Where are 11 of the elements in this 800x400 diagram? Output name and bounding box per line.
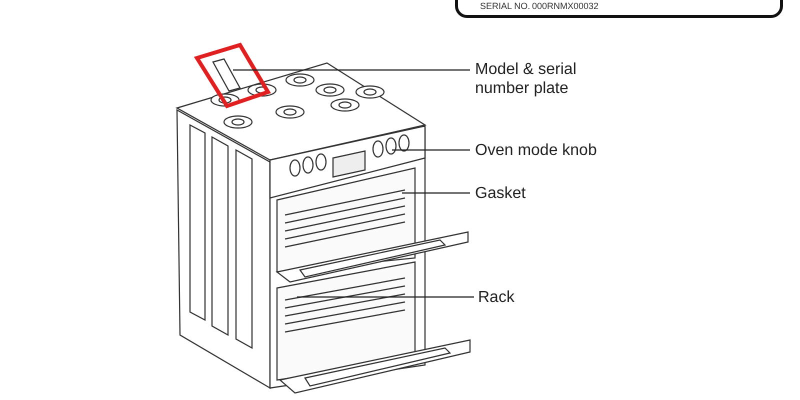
callout-label: Rack [478, 288, 638, 307]
leader-line [392, 149, 470, 151]
leader-line [233, 69, 470, 71]
callout-label: Gasket [475, 184, 635, 203]
leader-line [297, 296, 474, 298]
serial-number: 000RNMX00032 [532, 1, 599, 11]
leader-line [402, 192, 470, 194]
highlight-frame [194, 42, 271, 108]
field-label: SERIAL NO. [480, 1, 530, 11]
callout-label: Model & serial number plate [475, 60, 635, 98]
callout-label: Oven mode knob [475, 141, 635, 160]
